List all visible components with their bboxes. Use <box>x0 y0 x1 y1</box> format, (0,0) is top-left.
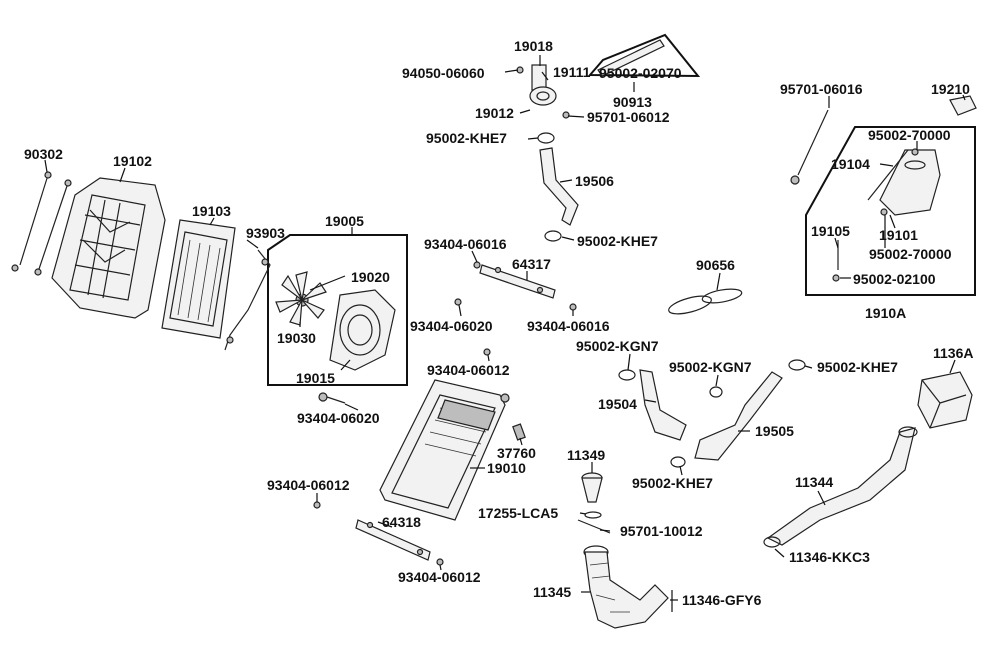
label-19102: 19102 <box>113 153 152 169</box>
label-11346-KKC3: 11346-KKC3 <box>789 549 870 565</box>
label-95701-06012: 95701-06012 <box>587 109 670 125</box>
label-95002-KHE7-a: 95002-KHE7 <box>426 130 507 146</box>
label-19104: 19104 <box>831 156 870 172</box>
clamp-90656 <box>668 288 743 315</box>
label-11344: 11344 <box>795 474 833 490</box>
duct-11344 <box>763 426 918 548</box>
label-95002-KHE7-c: 95002-KHE7 <box>817 359 898 375</box>
label-19020: 19020 <box>351 269 390 285</box>
radiator-19010 <box>379 379 510 521</box>
label-19506: 19506 <box>575 173 614 189</box>
clamp-95002-khe7-b <box>544 230 562 242</box>
bolt-95701-06016 <box>790 109 829 185</box>
label-95002-70000-a: 95002-70000 <box>868 127 951 143</box>
label-19010: 19010 <box>487 460 526 476</box>
air-box-1136A <box>917 371 973 429</box>
kit-19005-frame <box>267 234 408 386</box>
screw-93404-06012-b <box>313 501 321 509</box>
label-93404-06020-b: 93404-06020 <box>297 410 380 426</box>
label-19101: 19101 <box>879 227 918 243</box>
label-64318: 64318 <box>382 514 421 530</box>
label-19210: 19210 <box>931 81 970 97</box>
hose-19505 <box>694 359 806 461</box>
label-19105: 19105 <box>811 223 850 239</box>
screw-93404-06016-b <box>569 303 577 311</box>
label-95002-KGN7-b: 95002-KGN7 <box>669 359 752 375</box>
label-19012: 19012 <box>475 105 514 121</box>
fan-shroud-19015 <box>329 289 396 371</box>
duct-11345 <box>583 545 669 629</box>
screw-93404-06020-a <box>454 298 462 306</box>
label-95002-02100: 95002-02100 <box>853 271 936 287</box>
sensor-37760 <box>512 423 526 441</box>
label-19015: 19015 <box>296 370 335 386</box>
hose-19104 <box>867 149 909 201</box>
label-90913: 90913 <box>613 94 652 110</box>
label-37760: 37760 <box>497 445 536 461</box>
label-94050-06060: 94050-06060 <box>402 65 485 81</box>
screw-93404-06020-lower <box>318 392 346 404</box>
label-19103: 19103 <box>192 203 231 219</box>
label-11345: 11345 <box>533 584 571 600</box>
label-19505: 19505 <box>755 423 794 439</box>
label-93404-06012-b: 93404-06012 <box>267 477 350 493</box>
label-19030: 19030 <box>277 330 316 346</box>
clamp-95002-70000-b <box>880 208 888 216</box>
label-19504: 19504 <box>598 396 637 412</box>
label-64317: 64317 <box>512 256 551 272</box>
fan-19020 <box>275 271 327 326</box>
bracket-64318 <box>355 519 431 561</box>
label-95701-06016: 95701-06016 <box>780 81 863 97</box>
label-19018: 19018 <box>514 38 553 54</box>
label-95002-KGN7-a: 95002-KGN7 <box>576 338 659 354</box>
label-95002-KHE7-b: 95002-KHE7 <box>577 233 658 249</box>
label-19005: 19005 <box>325 213 364 229</box>
label-19111: 19111 <box>553 64 591 80</box>
label-1910A: 1910A <box>865 305 906 321</box>
label-1136A: 1136A <box>933 345 973 361</box>
clamp-95002-02100 <box>832 274 840 282</box>
label-93404-06012-c: 93404-06012 <box>398 569 481 585</box>
clamp-95002-70000-a <box>911 148 919 156</box>
label-93404-06016-a: 93404-06016 <box>424 236 507 252</box>
hose-95002-02070 <box>597 39 665 77</box>
cap-19210 <box>949 95 977 116</box>
bolt-90302 <box>11 171 72 276</box>
label-93404-06012-a: 93404-06012 <box>427 362 510 378</box>
clamp-93903 <box>224 249 271 351</box>
screw-93404-06016-a <box>473 261 481 269</box>
label-93903: 93903 <box>246 225 285 241</box>
radiator-cover-19102 <box>51 177 166 319</box>
screen-19103 <box>161 219 236 339</box>
leader-lines <box>44 55 966 612</box>
label-90656: 90656 <box>696 257 735 273</box>
kit-1910A-frame <box>805 126 976 296</box>
screw-93404-06012-a <box>483 348 491 356</box>
cap-11349 <box>581 472 603 519</box>
clamp-95002-khe7-a <box>537 132 555 144</box>
label-11346-GFY6: 11346-GFY6 <box>682 592 762 608</box>
label-95002-KHE7-d: 95002-KHE7 <box>632 475 713 491</box>
label-95701-10012: 95701-10012 <box>620 523 703 539</box>
screw-93404-06012-c <box>436 558 444 566</box>
label-95002-70000-b: 95002-70000 <box>869 246 952 262</box>
reservoir-19101 <box>879 149 941 216</box>
label-90302: 90302 <box>24 146 63 162</box>
bracket-64317 <box>479 264 556 299</box>
label-11349: 11349 <box>567 447 605 463</box>
hose-19506 <box>539 147 579 226</box>
label-93404-06020-a: 93404-06020 <box>410 318 493 334</box>
hose-19504 <box>618 369 687 468</box>
kit-95002-02070-frame <box>587 33 701 78</box>
label-95002-02070: 95002-02070 <box>599 65 682 81</box>
label-93404-06016-b: 93404-06016 <box>527 318 610 334</box>
label-17255-LCA5: 17255-LCA5 <box>478 505 558 521</box>
